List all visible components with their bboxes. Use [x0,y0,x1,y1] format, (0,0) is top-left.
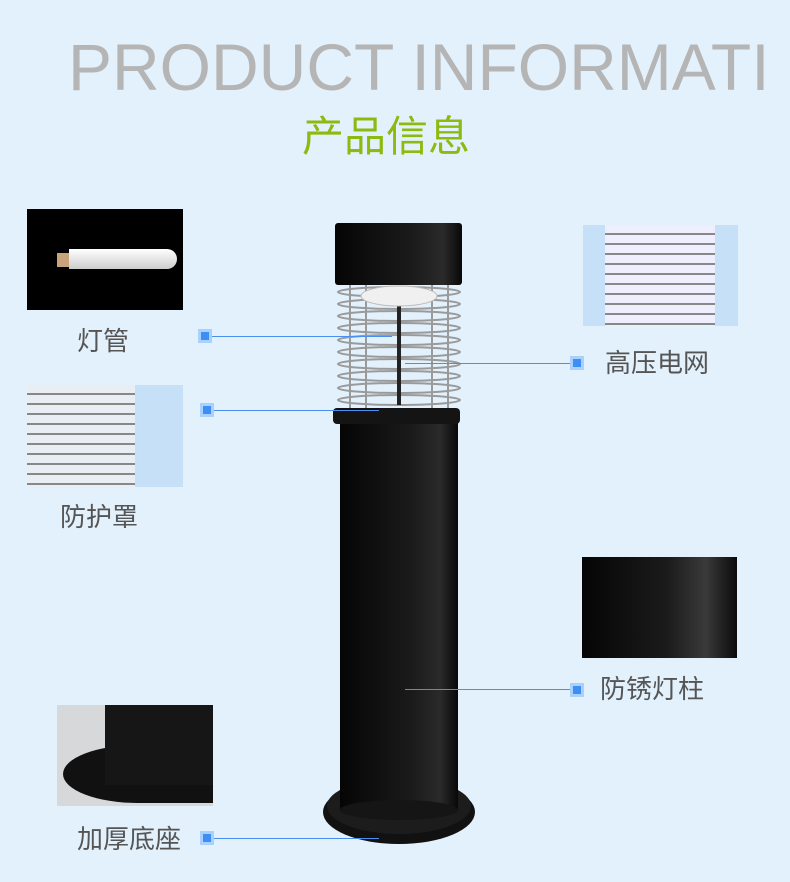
callout-line [214,838,379,839]
feature-label-grid: 高压电网 [605,349,710,379]
callout-line [212,336,392,337]
callout-marker-base[interactable] [200,831,214,845]
feature-label-lamp-tube: 灯管 [77,327,130,357]
protective-cover-photo [27,385,183,487]
lamp-pole [340,420,458,810]
rustproof-pole-photo [582,557,737,658]
callout-marker-pole[interactable] [570,683,584,697]
callout-line [214,410,379,411]
lamp-tube-photo [27,209,183,310]
title-chinese: 产品信息 [302,112,471,161]
callout-marker-lamp-tube[interactable] [198,329,212,343]
callout-line [405,363,570,364]
feature-label-base: 加厚底座 [77,825,182,855]
high-voltage-grid-photo [583,225,738,326]
feature-label-pole: 防锈灯柱 [600,675,705,705]
title-english: PRODUCT INFORMATI [68,30,770,104]
thick-base-photo [57,705,213,806]
callout-marker-cover[interactable] [200,403,214,417]
top-cap [335,223,462,285]
callout-marker-grid[interactable] [570,356,584,370]
callout-line [405,689,570,690]
feature-label-cover: 防护罩 [60,503,139,533]
